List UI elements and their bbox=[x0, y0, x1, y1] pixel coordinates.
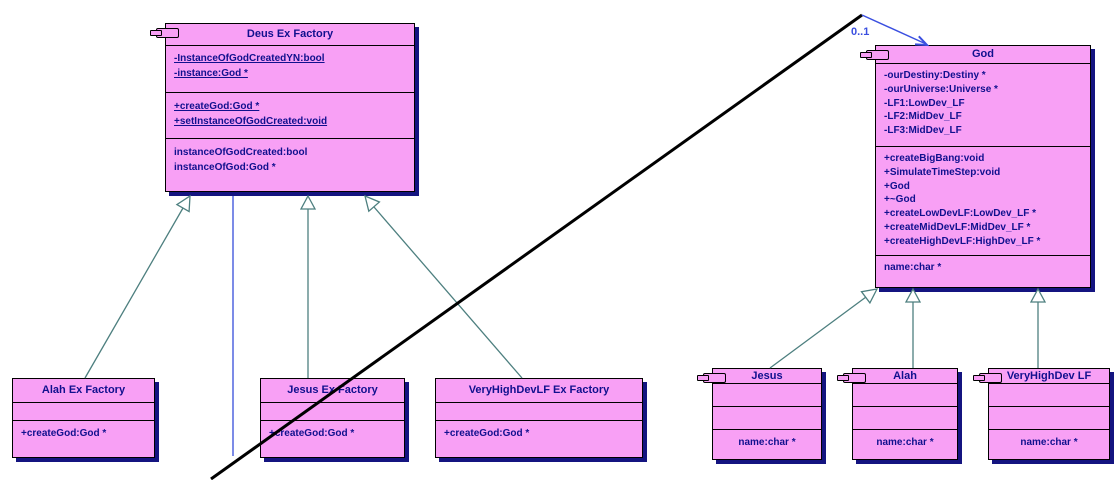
attribute-row: -LF3:MidDev_LF bbox=[884, 125, 962, 137]
inheritance-connector-alah[interactable] bbox=[904, 287, 922, 368]
inheritance-connector-vhdlf[interactable] bbox=[1029, 287, 1047, 368]
property-row: instanceOfGod:God * bbox=[174, 162, 276, 173]
class-box-veryhighdevlf-ex-factory[interactable]: VeryHighDevLF Ex Factory +createGod:God … bbox=[435, 378, 643, 458]
class-icon bbox=[697, 373, 726, 383]
attribute-row: -ourDestiny:Destiny * bbox=[884, 70, 986, 81]
attributes-compartment bbox=[13, 402, 154, 420]
attribute-row: -LF1:LowDev_LF bbox=[884, 97, 965, 109]
class-title: Alah bbox=[893, 370, 917, 382]
class-title: VeryHighDev LF bbox=[1006, 370, 1092, 382]
method-row: +SimulateTimeStep:void bbox=[884, 166, 1001, 178]
attributes-compartment bbox=[436, 402, 642, 420]
methods-compartment: +createGod:God * bbox=[261, 420, 404, 454]
attributes-compartment bbox=[261, 402, 404, 420]
inheritance-connector-jesus[interactable] bbox=[769, 288, 879, 369]
properties-compartment: name:char * bbox=[713, 429, 821, 456]
methods-compartment bbox=[713, 406, 821, 429]
methods-compartment: +createBigBang:void +SimulateTimeStep:vo… bbox=[876, 146, 1090, 255]
property-row: name:char * bbox=[738, 437, 796, 448]
attribute-row: -instance:God * bbox=[174, 68, 248, 79]
methods-compartment: +createGod:God * bbox=[436, 420, 642, 454]
method-row: +createLowDevLF:LowDev_LF * bbox=[884, 208, 1036, 220]
class-icon bbox=[150, 28, 179, 38]
inheritance-connector-jesus-factory[interactable] bbox=[299, 194, 317, 378]
class-box-alah[interactable]: Alah name:char * bbox=[837, 368, 958, 460]
attributes-compartment: -ourDestiny:Destiny * -ourUniverse:Unive… bbox=[876, 63, 1090, 146]
attributes-compartment bbox=[853, 383, 957, 406]
methods-compartment bbox=[989, 406, 1109, 429]
class-box-deus-ex-factory[interactable]: Deus Ex Factory -InstanceOfGodCreatedYN:… bbox=[150, 23, 415, 192]
properties-compartment: name:char * bbox=[853, 429, 957, 456]
attribute-row: -LF2:MidDev_LF bbox=[884, 111, 962, 123]
class-box-alah-ex-factory[interactable]: Alah Ex Factory +createGod:God * bbox=[12, 378, 155, 458]
property-row: name:char * bbox=[1020, 437, 1078, 448]
method-row: +createBigBang:void bbox=[884, 153, 985, 164]
attributes-compartment bbox=[713, 383, 821, 406]
properties-compartment: name:char * bbox=[989, 429, 1109, 456]
methods-compartment bbox=[853, 406, 957, 429]
property-row: name:char * bbox=[876, 437, 934, 448]
class-icon bbox=[860, 50, 889, 60]
class-icon bbox=[837, 373, 866, 383]
attributes-compartment bbox=[989, 383, 1109, 406]
method-row: +setInstanceOfGodCreated:void bbox=[174, 116, 328, 127]
methods-compartment: +createGod:God * +setInstanceOfGodCreate… bbox=[166, 92, 414, 138]
class-title: Jesus Ex Factory bbox=[287, 384, 378, 396]
class-box-veryhighdev-lf[interactable]: VeryHighDev LF name:char * bbox=[973, 368, 1110, 460]
class-title: God bbox=[972, 48, 994, 60]
property-row: instanceOfGodCreated:bool bbox=[174, 147, 308, 158]
method-row: +createGod:God * bbox=[269, 428, 355, 439]
class-icon bbox=[973, 373, 1002, 383]
method-row: +createGod:God * bbox=[174, 101, 260, 112]
method-row: +createMidDevLF:MidDev_LF * bbox=[884, 221, 1031, 233]
attributes-compartment: -InstanceOfGodCreatedYN:bool -instance:G… bbox=[166, 45, 414, 92]
class-title: VeryHighDevLF Ex Factory bbox=[468, 384, 610, 396]
attribute-row: -ourUniverse:Universe * bbox=[884, 83, 998, 95]
methods-compartment: +createGod:God * bbox=[13, 420, 154, 454]
multiplicity-label: 0..1 bbox=[851, 26, 870, 38]
class-box-jesus[interactable]: Jesus name:char * bbox=[697, 368, 822, 460]
method-row: +God bbox=[884, 180, 910, 192]
attribute-row: -InstanceOfGodCreatedYN:bool bbox=[174, 53, 325, 64]
properties-compartment: name:char * bbox=[876, 255, 1090, 284]
method-row: +createGod:God * bbox=[21, 428, 107, 439]
inheritance-connector-alah-factory[interactable] bbox=[84, 194, 191, 379]
method-row: +~God bbox=[884, 194, 916, 206]
class-title: Alah Ex Factory bbox=[41, 384, 126, 396]
class-title: Jesus bbox=[751, 370, 783, 382]
inheritance-connector-vhdlf-factory[interactable] bbox=[364, 194, 523, 379]
association-arrowhead bbox=[914, 35, 930, 47]
method-row: +createHighDevLF:HighDev_LF * bbox=[884, 235, 1041, 247]
class-box-god[interactable]: God -ourDestiny:Destiny * -ourUniverse:U… bbox=[860, 45, 1091, 288]
class-box-jesus-ex-factory[interactable]: Jesus Ex Factory +createGod:God * bbox=[260, 378, 405, 458]
method-row: +createGod:God * bbox=[444, 428, 530, 439]
properties-compartment: instanceOfGodCreated:bool instanceOfGod:… bbox=[166, 138, 414, 188]
class-title: Deus Ex Factory bbox=[246, 28, 334, 40]
property-row: name:char * bbox=[884, 262, 942, 273]
